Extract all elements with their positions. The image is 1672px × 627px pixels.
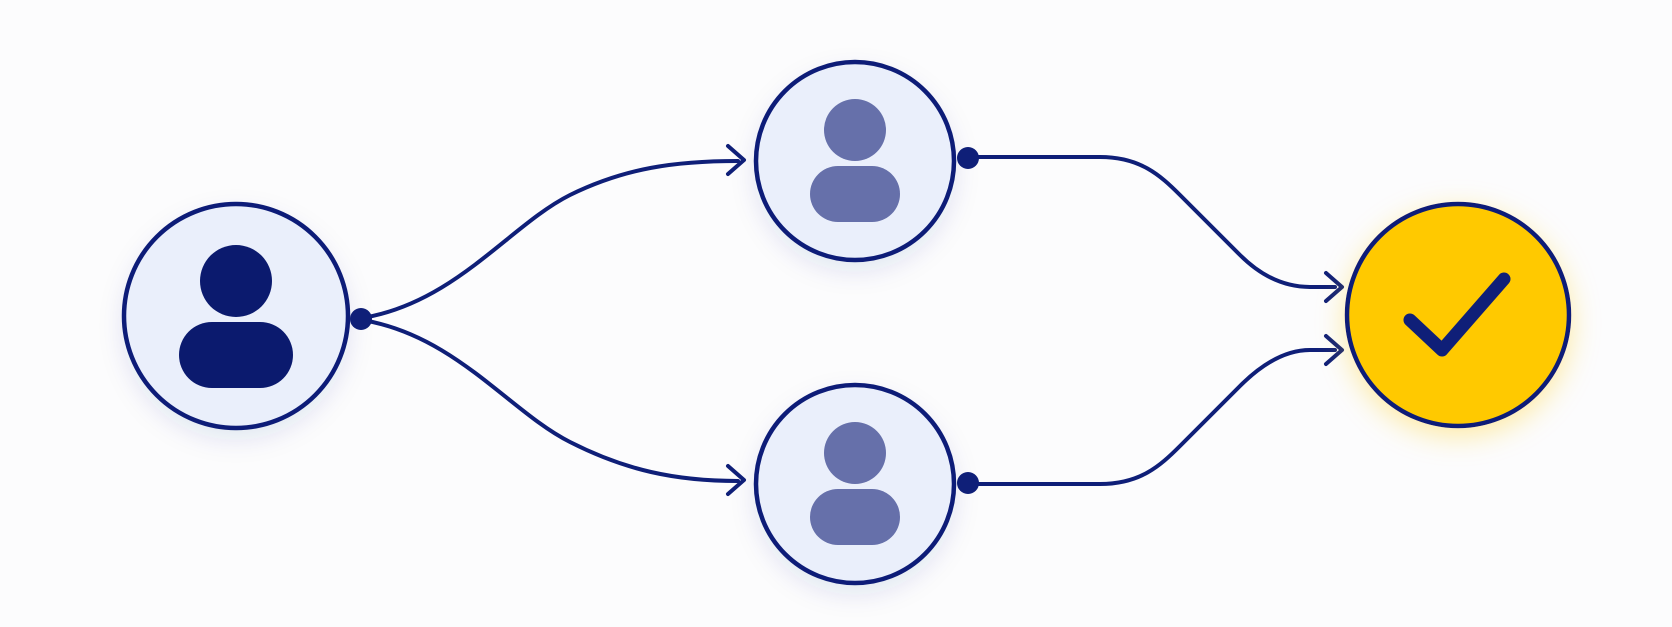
person-icon (810, 422, 900, 545)
arrowhead-icon (726, 144, 746, 176)
node-approval (1344, 201, 1572, 429)
arrowhead-icon (1324, 271, 1344, 303)
edge-top-to-approval (968, 155, 1337, 289)
connector-dot (957, 472, 979, 494)
checkmark-icon (1403, 272, 1511, 357)
connectors (360, 144, 1344, 496)
node-source (121, 201, 372, 431)
arrowhead-icon (1324, 334, 1344, 366)
edge-source-to-bottom (360, 318, 740, 483)
node-circle (1344, 201, 1572, 429)
edge-bottom-to-approval (968, 348, 1337, 486)
node-branch-top (753, 59, 979, 263)
node-branch-bottom (753, 382, 979, 586)
edge-source-to-top (360, 159, 740, 320)
person-icon (810, 99, 900, 222)
arrowhead-icon (726, 464, 746, 496)
connector-dot (957, 147, 979, 169)
connector-dot (350, 308, 372, 330)
person-icon (179, 245, 293, 388)
